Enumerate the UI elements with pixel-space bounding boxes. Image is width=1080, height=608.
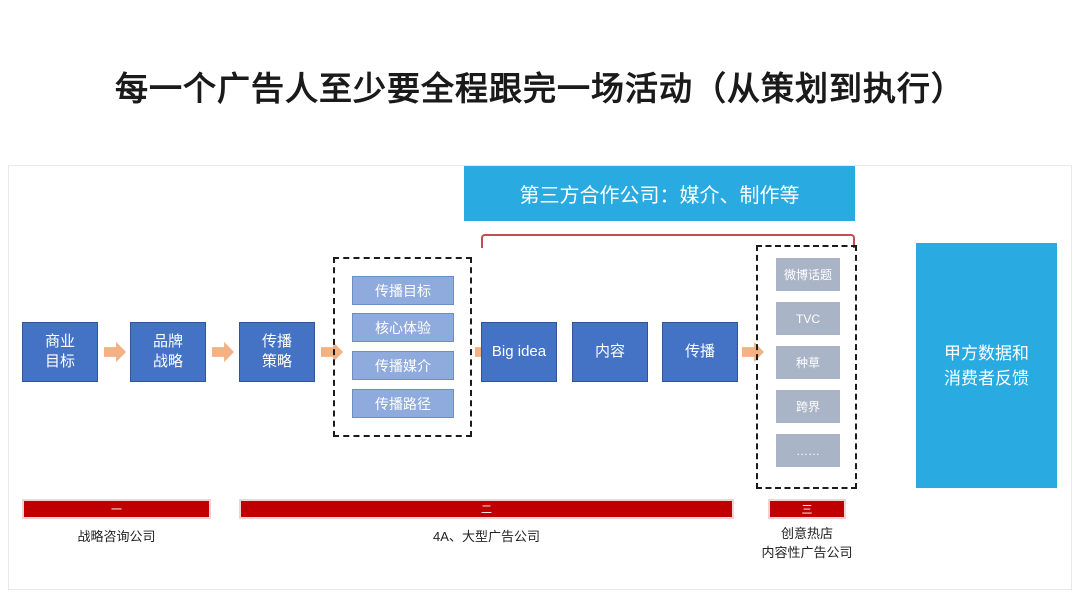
phase-bar-1-marker: 一 <box>111 504 122 516</box>
client-feedback-box: 甲方数据和 消费者反馈 <box>916 243 1057 488</box>
page-title: 每一个广告人至少要全程跟完一场活动（从策划到执行） <box>115 70 965 107</box>
third-party-banner-label: 第三方合作公司：媒介、制作等 <box>519 185 800 207</box>
flow-box-brand-strategy[interactable]: 品牌 战略 <box>130 322 206 382</box>
phase-bar-1: 一 <box>22 499 211 519</box>
flow-box-brand-strategy-line2: 战略 <box>152 353 183 370</box>
strategy-item-3-label: 传播路径 <box>375 395 431 412</box>
phase-bar-3-marker: 三 <box>801 504 813 516</box>
strategy-item-0-label: 传播目标 <box>375 282 431 299</box>
flow-box-big-idea[interactable]: Big idea <box>481 322 557 382</box>
strategy-group-dashed-outline <box>333 257 472 437</box>
channel-item-0[interactable]: 微博话题 <box>776 258 840 291</box>
channel-item-2-label: 种草 <box>795 356 820 370</box>
phase-caption-2-line1: 4A、大型广告公司 <box>433 529 540 544</box>
channel-group-dashed-outline <box>756 245 857 489</box>
channel-item-1-label: TVC <box>796 311 820 326</box>
channel-item-3-label: 跨界 <box>795 400 820 414</box>
flow-box-business-goal-line2: 目标 <box>44 353 75 370</box>
strategy-item-1-label: 核心体验 <box>375 319 431 336</box>
flow-box-big-idea-line1: Big idea <box>491 343 547 360</box>
phase-caption-3: 创意热店 内容性广告公司 <box>742 524 872 562</box>
channel-item-2[interactable]: 种草 <box>776 346 840 379</box>
flow-box-comm-strategy[interactable]: 传播 策略 <box>239 322 315 382</box>
client-feedback-line2: 消费者反馈 <box>944 368 1029 388</box>
third-party-banner: 第三方合作公司：媒介、制作等 <box>464 166 855 221</box>
phase-caption-3-line2: 内容性广告公司 <box>761 545 853 560</box>
strategy-item-2[interactable]: 传播媒介 <box>352 351 454 380</box>
phase-caption-1-line1: 战略咨询公司 <box>77 529 156 544</box>
phase-bar-2-marker: 二 <box>481 504 492 516</box>
phase-bar-2: 二 <box>239 499 734 519</box>
flow-box-business-goal[interactable]: 商业 目标 <box>22 322 98 382</box>
strategy-item-0[interactable]: 传播目标 <box>352 276 454 305</box>
flow-box-spread-line1: 传播 <box>684 343 715 360</box>
flow-box-spread[interactable]: 传播 <box>662 322 738 382</box>
strategy-item-2-label: 传播媒介 <box>375 357 431 374</box>
banner-bracket-connector <box>481 234 855 248</box>
flow-box-content[interactable]: 内容 <box>572 322 648 382</box>
strategy-item-3[interactable]: 传播路径 <box>352 389 454 418</box>
channel-item-4[interactable]: …… <box>776 434 840 467</box>
phase-caption-3-line1: 创意热店 <box>780 526 833 541</box>
channel-item-1[interactable]: TVC <box>776 302 840 335</box>
phase-caption-2: 4A、大型广告公司 <box>239 527 734 546</box>
channel-item-4-label: …… <box>796 443 820 458</box>
strategy-item-1[interactable]: 核心体验 <box>352 313 454 342</box>
phase-bar-3: 三 <box>768 499 846 519</box>
phase-caption-1: 战略咨询公司 <box>22 527 211 546</box>
flow-box-comm-strategy-line1: 传播 <box>261 333 292 350</box>
client-feedback-line1: 甲方数据和 <box>944 343 1029 363</box>
flow-box-business-goal-line1: 商业 <box>44 333 75 350</box>
channel-item-0-label: 微博话题 <box>783 268 832 282</box>
flow-box-brand-strategy-line1: 品牌 <box>152 333 183 350</box>
flow-box-comm-strategy-line2: 策略 <box>261 353 292 370</box>
channel-item-3[interactable]: 跨界 <box>776 390 840 423</box>
flow-box-content-line1: 内容 <box>594 343 625 360</box>
